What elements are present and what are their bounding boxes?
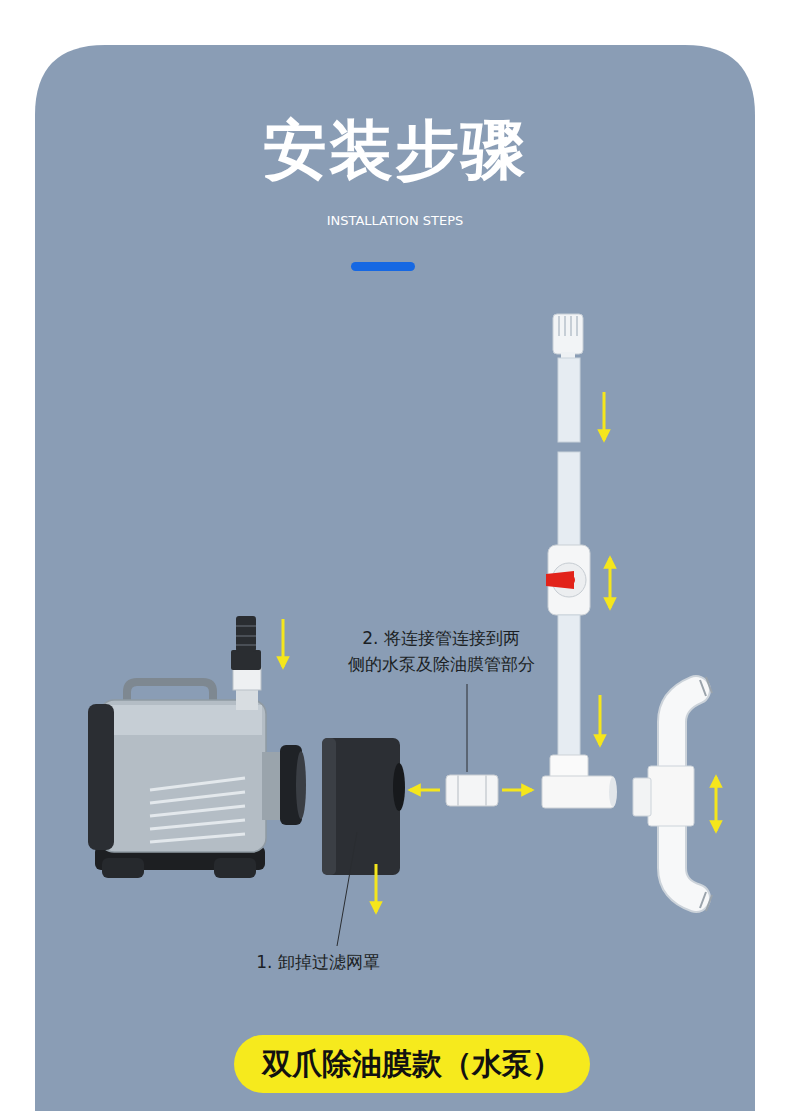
skimmer-pipe (558, 358, 580, 442)
filter-cover (322, 738, 400, 875)
double-claw-tee (700, 892, 712, 911)
connector-tube (446, 775, 498, 806)
yellow-arrows (715, 777, 718, 831)
water-pump (88, 616, 306, 878)
yellow-arrows (603, 392, 606, 440)
double-claw-tee (633, 778, 651, 816)
double-claw-tee (633, 677, 712, 911)
yellow-arrows (609, 558, 612, 608)
skimmer-pipe (542, 314, 617, 808)
skimmer-pipe (546, 571, 574, 589)
skimmer-pipe (553, 314, 583, 354)
skimmer-pipe (559, 316, 577, 336)
leader-lines (337, 832, 357, 946)
leader-lines (467, 684, 468, 772)
skimmer-pipe (609, 777, 617, 807)
connector-tube (446, 775, 498, 806)
caption-pill: 双爪除油膜款（水泵） (234, 1035, 590, 1093)
yellow-arrows (502, 789, 532, 792)
filter-cover (322, 738, 405, 875)
yellow-arrows (410, 789, 440, 792)
card-background (35, 45, 755, 1111)
caption-text: 双爪除油膜款（水泵） (262, 1044, 562, 1085)
water-pump (88, 704, 114, 850)
page-title: 安装步骤 (263, 102, 527, 198)
step-note: 1. 卸掉过滤网罩 (256, 950, 380, 976)
skimmer-pipe (563, 574, 575, 586)
water-pump (214, 858, 256, 878)
yellow-arrows (599, 695, 602, 745)
water-pump (150, 778, 245, 842)
water-pump (233, 668, 261, 690)
water-pump (236, 688, 258, 710)
water-pump (231, 650, 261, 670)
water-pump (236, 626, 256, 645)
filter-cover (322, 738, 336, 875)
double-claw-tee (672, 820, 696, 898)
double-claw-tee (672, 820, 696, 898)
card-background (35, 45, 755, 1111)
leader-lines (337, 684, 467, 946)
yellow-arrows (282, 619, 285, 667)
card-background (351, 262, 415, 271)
double-claw-tee (648, 766, 694, 826)
double-claw-tee (672, 690, 696, 775)
water-pump (296, 751, 306, 819)
step-note: 2. 将连接管连接到两 侧的水泵及除油膜管部分 (334, 626, 548, 677)
subtitle: INSTALLATION STEPS (327, 211, 464, 231)
filter-cover (393, 763, 405, 811)
connector-tube (458, 775, 486, 806)
water-pump (102, 858, 144, 878)
yellow-arrows (283, 392, 716, 912)
double-claw-tee (672, 690, 696, 775)
skimmer-pipe (558, 615, 580, 757)
skimmer-pipe (558, 452, 580, 547)
water-pump (236, 616, 256, 652)
yellow-arrows (375, 864, 378, 912)
skimmer-pipe (542, 776, 614, 808)
double-claw-tee (700, 677, 712, 696)
water-pump (100, 700, 266, 852)
